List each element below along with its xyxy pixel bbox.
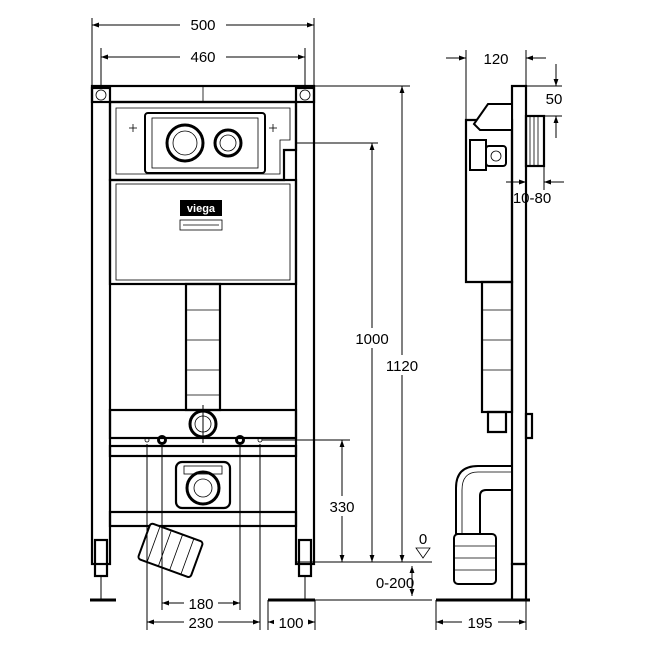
- dim-0-200-label: 0-200: [376, 575, 414, 592]
- dim-500-label: 500: [190, 17, 215, 34]
- dim-outlet-center: 230: [146, 444, 261, 632]
- flush-pipe: [184, 282, 222, 412]
- dim-height-actuation: 1000: [296, 142, 394, 562]
- dim-side-depth-bottom: 195: [435, 600, 527, 632]
- feet: [90, 538, 315, 602]
- floor-level-triangle-icon: [415, 547, 431, 559]
- dim-460-label: 460: [190, 49, 215, 66]
- side-wall-plate: [524, 114, 546, 168]
- flush-button-small: [213, 128, 243, 158]
- dim-side-depth-top: 120: [446, 50, 546, 120]
- dim-1000-label: 1000: [355, 331, 388, 348]
- dim-50-label: 50: [546, 91, 563, 108]
- side-post: [510, 84, 528, 566]
- dim-120-label: 120: [483, 51, 508, 68]
- drain-bend: [174, 460, 232, 510]
- dim-180-label: 180: [188, 596, 213, 613]
- dim-height-outlet: 330: [262, 439, 362, 562]
- dim-100-label: 100: [278, 615, 303, 632]
- dim-230-label: 230: [188, 615, 213, 632]
- angled-outlet: [137, 522, 204, 578]
- side-view: [436, 84, 546, 602]
- dim-foot-offset: 100: [267, 600, 316, 632]
- right-post: [294, 86, 316, 566]
- dim-frame-width: 460: [100, 46, 306, 86]
- left-post: [90, 86, 112, 566]
- floor-level: 0 0-200: [296, 531, 432, 601]
- dim-overall-width: 500: [91, 14, 315, 86]
- cistern-body: [108, 178, 298, 286]
- dim-side-plate: 10-80: [506, 166, 564, 207]
- actuation-plate-opening: [144, 112, 266, 174]
- side-drain-bend: [453, 465, 513, 585]
- bottom-rail: [108, 510, 298, 528]
- dim-330-label: 330: [329, 499, 354, 516]
- flush-button-large: [165, 123, 205, 163]
- floor-level-label: 0: [419, 531, 427, 548]
- dim-1120-label: 1120: [386, 358, 418, 375]
- brand-label: viega: [187, 203, 216, 215]
- dim-10-80-label: 10-80: [513, 190, 551, 207]
- dim-height-total: 1120: [314, 85, 424, 562]
- dim-side-small: 50: [526, 64, 562, 138]
- stud-bolts: [144, 435, 263, 445]
- viega-logo-icon: viega: [179, 200, 223, 231]
- dim-outlet-spacing: 180: [161, 444, 241, 613]
- front-view: viega: [90, 84, 316, 602]
- dim-195-label: 195: [467, 615, 492, 632]
